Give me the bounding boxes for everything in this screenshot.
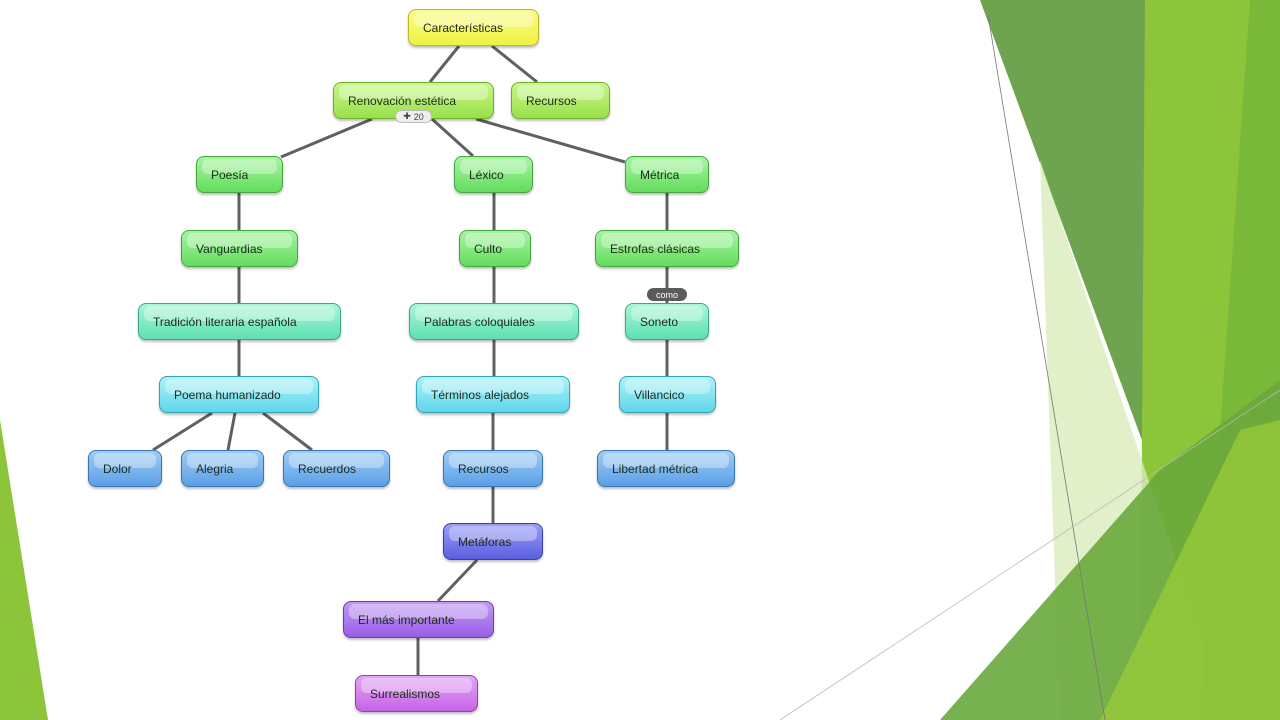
node-label: Características <box>423 20 504 35</box>
expand-children-badge[interactable]: ✚ 20 <box>395 110 432 123</box>
node-label: Libertad métrica <box>612 461 699 476</box>
connector-line-2 <box>280 117 373 159</box>
node-label: Tradición literaria española <box>153 314 297 329</box>
node-libertad-metrica[interactable]: Libertad métrica <box>597 450 735 487</box>
node-recursos-lexico[interactable]: Recursos <box>443 450 543 487</box>
node-label: Dolor <box>103 461 132 476</box>
node-recursos-top[interactable]: Recursos <box>511 82 610 119</box>
node-palabras-coloquiales[interactable]: Palabras coloquiales <box>409 303 579 340</box>
node-label: Poesía <box>211 167 249 182</box>
node-label: El más importante <box>358 612 455 627</box>
right-bottom-lime-shape <box>1100 420 1280 720</box>
node-label: Renovación estética <box>348 93 457 108</box>
node-terminos-alejados[interactable]: Términos alejados <box>416 376 570 413</box>
node-label: Recuerdos <box>298 461 357 476</box>
left-green-strip <box>0 420 48 720</box>
node-label: Léxico <box>469 167 504 182</box>
node-estrofas-clasicas[interactable]: Estrofas clásicas <box>595 230 739 267</box>
node-label: Estrofas clásicas <box>610 241 701 256</box>
connector-line-16 <box>262 411 313 452</box>
node-label: Palabras coloquiales <box>424 314 535 329</box>
node-caracteristicas[interactable]: Características <box>408 9 539 46</box>
node-villancico[interactable]: Villancico <box>619 376 716 413</box>
node-dolor[interactable]: Dolor <box>88 450 162 487</box>
node-soneto[interactable]: Soneto <box>625 303 709 340</box>
connector-line-3 <box>430 117 475 158</box>
node-label: Alegria <box>196 461 234 476</box>
node-tradicion-literaria[interactable]: Tradición literaria española <box>138 303 341 340</box>
thin-line-2 <box>779 389 1280 720</box>
node-metaforas[interactable]: Metáforas <box>443 523 543 560</box>
node-alegria[interactable]: Alegria <box>181 450 264 487</box>
link-label-text: como <box>655 289 678 300</box>
connector-line-15 <box>226 412 237 451</box>
node-recuerdos[interactable]: Recuerdos <box>283 450 390 487</box>
connector-line-4 <box>475 117 626 164</box>
node-label: Métrica <box>640 167 680 182</box>
node-surrealismos[interactable]: Surrealismos <box>355 675 478 712</box>
node-label: Villancico <box>634 387 685 402</box>
node-label: Metáforas <box>458 534 512 549</box>
node-el-mas-importante[interactable]: El más importante <box>343 601 494 638</box>
node-vanguardias[interactable]: Vanguardias <box>181 230 298 267</box>
node-culto[interactable]: Culto <box>459 230 531 267</box>
node-label: Términos alejados <box>431 387 530 402</box>
node-label: Culto <box>474 241 503 256</box>
node-label: Recursos <box>458 461 509 476</box>
node-label: Surrealismos <box>370 686 441 701</box>
expand-count: 20 <box>413 111 424 122</box>
plus-icon: ✚ <box>403 111 411 121</box>
node-lexico[interactable]: Léxico <box>454 156 533 193</box>
connector-line-14 <box>152 411 213 452</box>
connector-line-1 <box>491 44 538 84</box>
connector-line-20 <box>436 558 479 603</box>
connector-line-0 <box>428 45 461 83</box>
node-metrica[interactable]: Métrica <box>625 156 709 193</box>
node-label: Soneto <box>640 314 679 329</box>
node-poesia[interactable]: Poesía <box>196 156 283 193</box>
node-label: Vanguardias <box>196 241 263 256</box>
thin-line-1 <box>987 14 1106 720</box>
node-label: Recursos <box>526 93 577 108</box>
node-label: Poema humanizado <box>174 387 281 402</box>
link-label-como: como <box>647 288 687 301</box>
node-poema-humanizado[interactable]: Poema humanizado <box>159 376 319 413</box>
